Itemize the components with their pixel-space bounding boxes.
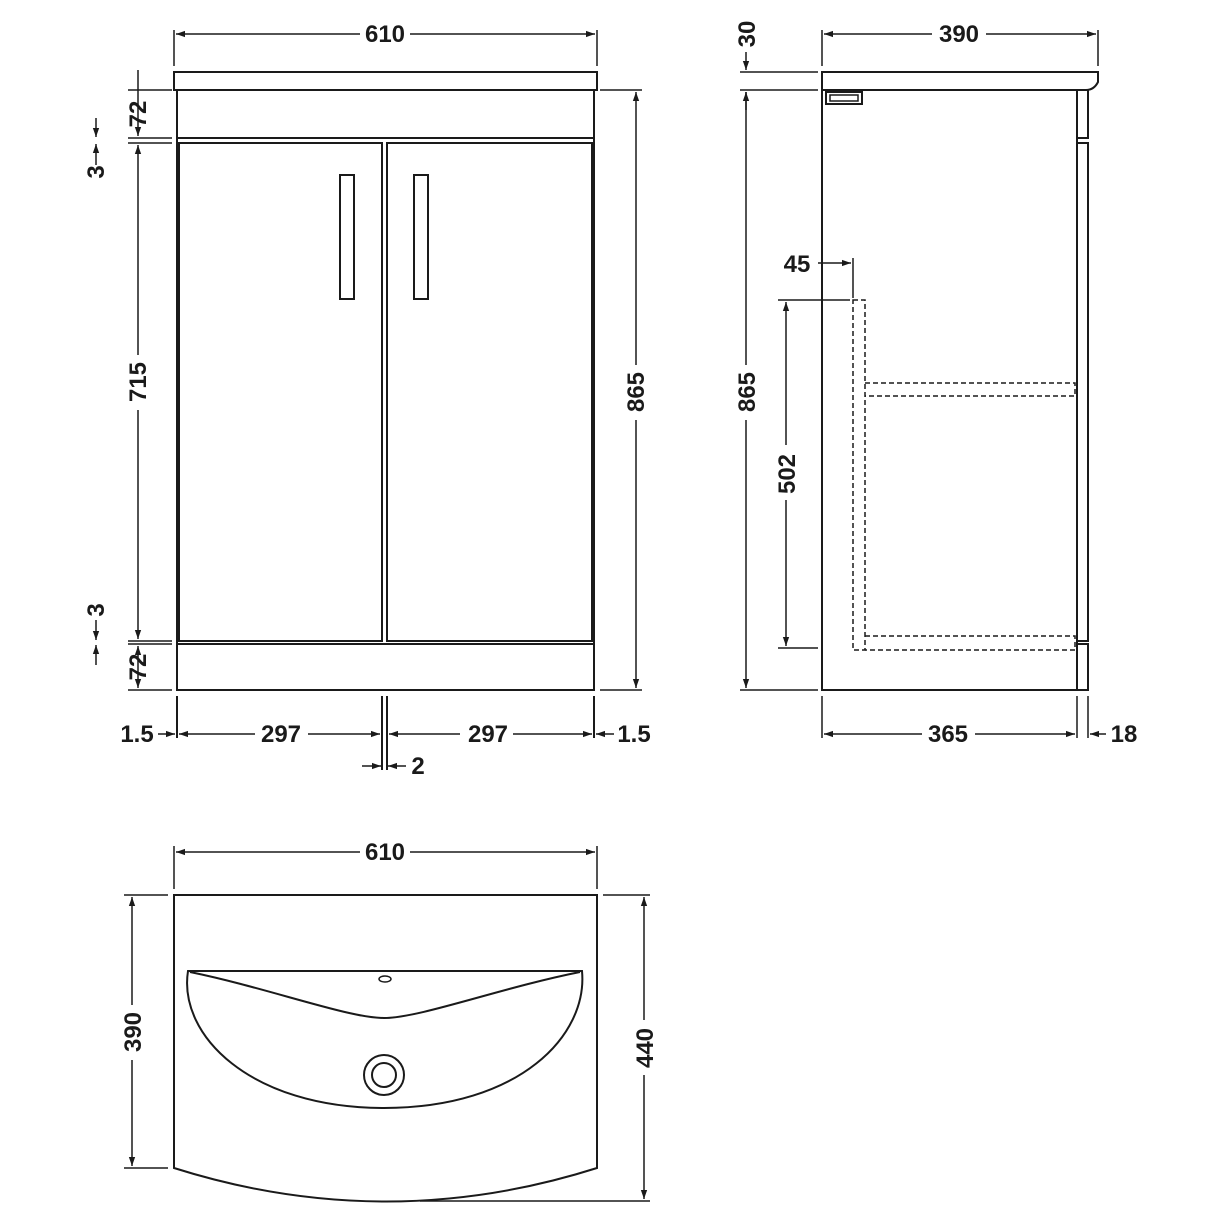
basin-plan: 610 390 440	[120, 839, 659, 1203]
front-view: 610 72 3 715 3 72 865 1.5	[83, 21, 651, 780]
gap-bottom-label: 3	[83, 603, 110, 616]
door-right-width-label: 297	[468, 721, 508, 748]
door-edge-bottom	[1076, 643, 1089, 691]
right-door	[386, 142, 593, 642]
door-height-label: 715	[125, 362, 152, 402]
front-worktop	[173, 71, 598, 91]
waste-inner	[371, 1062, 397, 1088]
side-view: 390 30 865 45 502 365 18	[734, 21, 1137, 748]
left-door-handle	[339, 174, 355, 300]
front-width-label: 610	[365, 21, 405, 48]
basin-bowl	[186, 970, 584, 1110]
side-right-label: 1.5	[617, 721, 650, 748]
overflow-hole	[378, 975, 392, 983]
basin-width-label: 610	[365, 839, 405, 866]
plinth-top-label: 72	[125, 101, 152, 128]
hidden-base	[865, 635, 1076, 651]
door-thickness-label: 18	[1111, 721, 1138, 748]
side-carcass	[821, 89, 1078, 691]
handle-profile-inner	[829, 94, 859, 102]
shelf-height-label: 502	[774, 454, 801, 494]
basin-edge-depth-label: 390	[120, 1012, 147, 1052]
hidden-shelf	[865, 382, 1076, 397]
plinth-bottom-label: 72	[125, 654, 152, 681]
side-depth-label: 390	[939, 21, 979, 48]
left-door	[178, 142, 383, 642]
side-left-label: 1.5	[120, 721, 153, 748]
front-height-label: 865	[623, 372, 650, 412]
door-gap-label: 2	[411, 753, 424, 780]
inset-label: 45	[784, 251, 811, 278]
handle-profile	[825, 91, 863, 105]
basin-outline	[173, 894, 598, 1203]
carcass-depth-label: 365	[928, 721, 968, 748]
basin-inner-rim	[189, 971, 581, 1020]
front-carcass	[176, 89, 595, 691]
hidden-back-panel	[852, 299, 866, 651]
right-door-handle	[413, 174, 429, 300]
side-worktop	[821, 71, 1099, 91]
waste-outer	[363, 1054, 405, 1096]
door-left-width-label: 297	[261, 721, 301, 748]
side-height-label: 865	[734, 372, 761, 412]
door-edge-top	[1076, 89, 1089, 139]
top-thickness-label: 30	[734, 21, 761, 48]
basin-center-depth-label: 440	[632, 1028, 659, 1068]
door-edge	[1076, 142, 1089, 642]
gap-top-label: 3	[83, 165, 110, 178]
